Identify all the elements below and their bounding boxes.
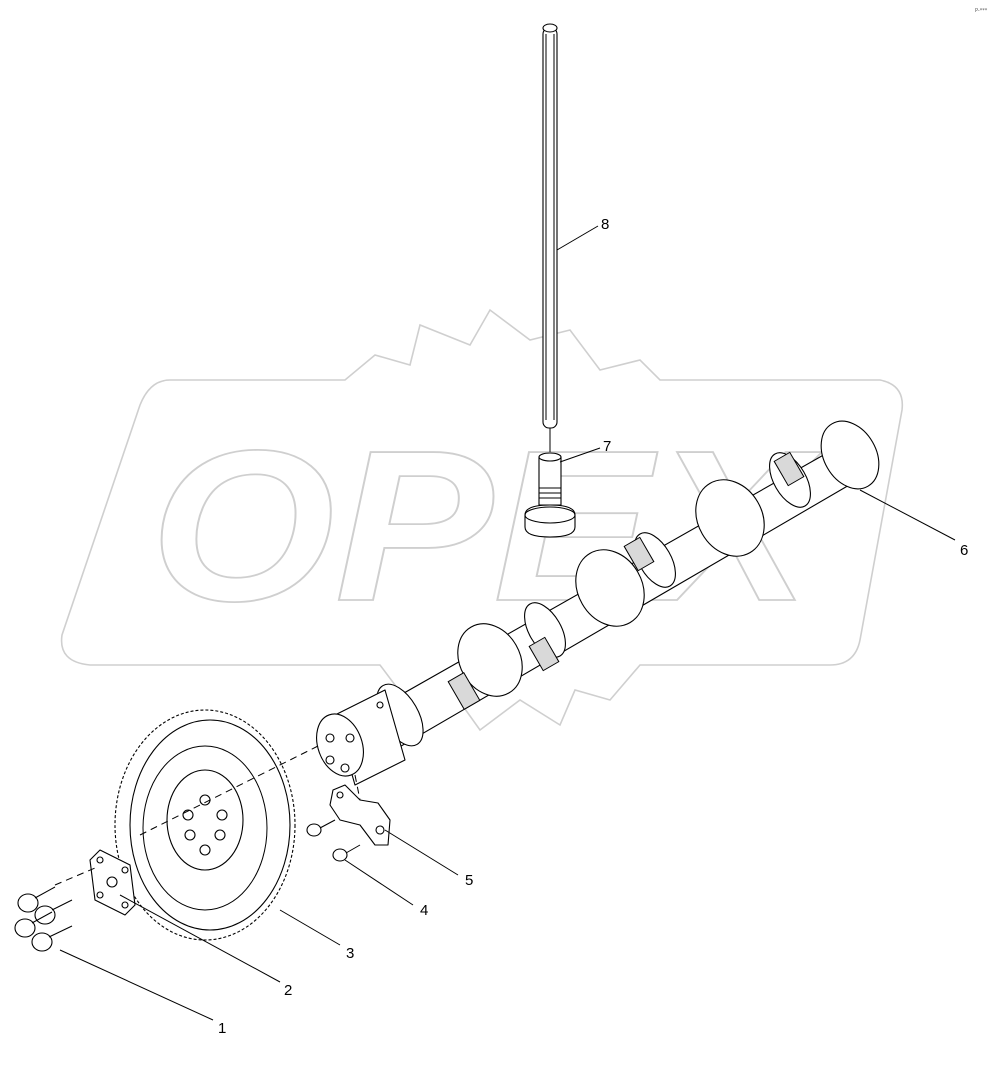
gear-plate [89,849,136,916]
camshaft [316,420,880,786]
leader-lines [59,225,956,1021]
thrust-plate [329,784,391,846]
callout-1: 1 [218,1020,226,1037]
cam-gear [114,709,296,941]
callout-6: 6 [960,542,968,559]
callout-4: 4 [420,902,428,919]
flange-bolts [306,819,361,862]
centerline-screws [54,867,96,886]
corner-mark: P-*** [975,8,988,14]
push-rod [542,23,558,452]
centerline-gear-camshaft [139,744,321,836]
watermark-gear-outline [60,308,904,732]
callout-8: 8 [601,216,609,233]
centerline-thrust [354,774,361,801]
tappet [524,452,576,538]
callout-2: 2 [284,982,292,999]
callout-5: 5 [465,872,473,889]
callout-3: 3 [346,945,354,962]
socket-screws [14,886,73,952]
callout-7: 7 [603,438,611,455]
